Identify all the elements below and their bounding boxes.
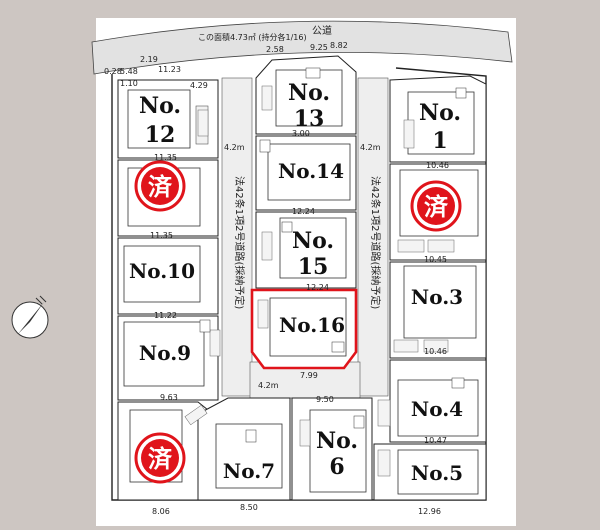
dim-label: 10.45 <box>424 255 447 264</box>
dim-label: 4.29 <box>190 81 208 90</box>
lot-10[interactable] <box>117 237 219 315</box>
dim-label: 3.00 <box>292 129 310 138</box>
dim-label: 9.50 <box>316 395 334 404</box>
lot-label-3: No.3 <box>411 285 463 309</box>
sold-marker-8: 済 <box>134 432 186 484</box>
sold-text: 済 <box>148 445 173 473</box>
dim-label: 11.23 <box>158 65 181 74</box>
lot-4[interactable] <box>389 359 487 443</box>
public-road <box>91 20 513 75</box>
stair-icons <box>199 67 467 443</box>
dim-label: 10.47 <box>424 436 447 445</box>
lot-label-15: No.15 <box>292 228 334 280</box>
dim-label: 2.58 <box>266 45 284 54</box>
dim-label: 8.82 <box>330 41 348 50</box>
lot-label-10: No.10 <box>129 259 195 283</box>
dim-label: 8.50 <box>240 503 258 512</box>
north-arrow <box>11 295 49 339</box>
dim-label: 8.06 <box>152 507 170 516</box>
public-road-label: 公道 <box>312 24 332 37</box>
lot-label-14: No.14 <box>278 159 344 183</box>
dim-label: 0.28 <box>104 67 122 76</box>
dim-label: 7.99 <box>300 371 318 380</box>
lot-9[interactable] <box>117 315 219 401</box>
road-width-left: 4.2m <box>224 143 245 152</box>
sold-marker-11: 済 <box>134 160 186 212</box>
lot-14[interactable] <box>255 135 357 211</box>
private-road-left <box>221 77 253 397</box>
dim-label: 9.63 <box>160 393 178 402</box>
dim-label: 1.10 <box>120 79 138 88</box>
lot-13[interactable] <box>255 55 357 135</box>
shared-area-note: この面積4.73㎡ (持分各1/16) <box>198 32 307 42</box>
dim-label: 11.22 <box>154 311 177 320</box>
lot-label-12: No.12 <box>139 93 181 148</box>
dim-label: 11.35 <box>154 153 177 162</box>
private-road-text-left: 法42条1項2号道路(採納予定) <box>233 176 246 309</box>
lot-16[interactable] <box>250 288 358 370</box>
sold-text: 済 <box>424 193 449 221</box>
lot-labels: No.12 No.10 No.9 No.7 No.6 No.5 No.4 No.… <box>129 80 463 485</box>
dim-label: 10.46 <box>424 347 447 356</box>
lot-label-13: No.13 <box>288 80 330 132</box>
dim-label: 10.46 <box>426 161 449 170</box>
private-road-text-right: 法42条1項2号道路(採納予定) <box>369 176 382 309</box>
dim-label: 11.35 <box>150 231 173 240</box>
lot-label-4: No.4 <box>411 397 463 421</box>
north-arrow-icon <box>18 302 44 334</box>
sold-marker-2: 済 <box>410 180 462 232</box>
lot-label-16: No.16 <box>279 313 345 337</box>
sold-text: 済 <box>148 173 173 201</box>
dim-label: 5.48 <box>120 67 138 76</box>
lot-label-9: No.9 <box>139 341 191 365</box>
lot-label-1: No.1 <box>419 100 461 154</box>
parking-spaces <box>184 85 455 477</box>
dim-label: 2.19 <box>140 55 158 64</box>
lot-label-6: No.6 <box>316 428 358 480</box>
private-road-label-left: 法42条1項2号道路(採納予定) <box>233 176 246 309</box>
road-width-bottom: 4.2m <box>258 381 279 390</box>
lot-5[interactable] <box>373 443 487 501</box>
lot-label-7: No.7 <box>223 459 275 483</box>
dim-label: 9.25 <box>310 43 328 52</box>
dim-label: 12.24 <box>306 283 329 292</box>
private-road-label-right: 法42条1項2号道路(採納予定) <box>369 176 382 309</box>
lot-label-5: No.5 <box>411 461 463 485</box>
lot-7[interactable] <box>197 397 291 501</box>
private-road-right <box>357 77 389 397</box>
road-width-right: 4.2m <box>360 143 381 152</box>
dim-label: 12.24 <box>292 207 315 216</box>
dim-label: 12.96 <box>418 507 441 516</box>
dimension-labels: 2.19 0.28 5.48 1.10 11.23 4.29 2.58 9.25… <box>104 41 449 516</box>
